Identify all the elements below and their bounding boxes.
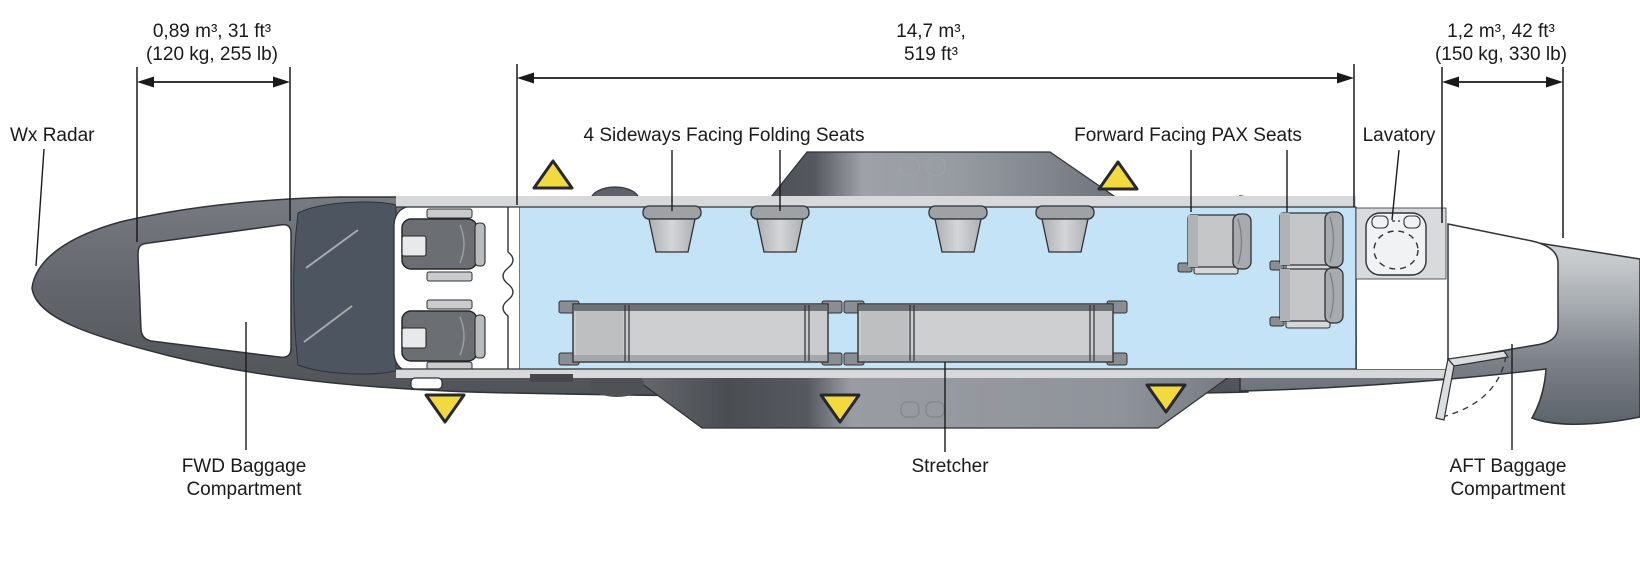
dimension-aft-baggage-line2: (150 kg, 330 lb) bbox=[1434, 44, 1568, 65]
dimension-fwd-baggage: 0,89 m³, 31 ft³ (120 kg, 255 lb) bbox=[146, 20, 278, 66]
dimension-fwd-baggage-line2: (120 kg, 255 lb) bbox=[145, 44, 279, 65]
wx-radar-label: Wx Radar bbox=[10, 125, 95, 146]
pax-seat bbox=[1269, 267, 1344, 329]
wiper-icon bbox=[303, 305, 353, 343]
stretcher-unit bbox=[843, 300, 1128, 366]
exit-marker-icon bbox=[1145, 383, 1187, 414]
pax-seat bbox=[1269, 211, 1344, 273]
dimension-cabin-line1: 14,7 m³, bbox=[896, 21, 966, 42]
stretcher-unit bbox=[558, 300, 843, 366]
folding-seats-label: 4 Sideways Facing Folding Seats bbox=[583, 125, 865, 146]
exit-marker-icon bbox=[532, 159, 574, 190]
aft-baggage-label-line2: Compartment bbox=[1450, 479, 1566, 500]
wiper-icon bbox=[305, 229, 359, 269]
pax-seat bbox=[1177, 213, 1252, 275]
exit-marker-icon bbox=[1097, 160, 1139, 191]
aft-baggage-label: AFT Baggage Compartment bbox=[1450, 455, 1567, 501]
fwd-baggage-label-line2: Compartment bbox=[186, 479, 302, 500]
dimension-aft-baggage: 1,2 m³, 42 ft³ (150 kg, 330 lb) bbox=[1435, 20, 1567, 66]
wing-root-top bbox=[761, 151, 1132, 208]
pax-seats-label: Forward Facing PAX Seats bbox=[1074, 125, 1302, 146]
exit-markers bbox=[424, 159, 1187, 424]
cockpit bbox=[393, 205, 521, 373]
leader-lines bbox=[35, 148, 1513, 452]
dimension-aft-baggage-line1: 1,2 m³, 42 ft³ bbox=[1447, 21, 1555, 42]
stretcher-label: Stretcher bbox=[911, 456, 989, 477]
dimension-lines bbox=[136, 64, 1564, 242]
fwd-baggage-label: FWD Baggage Compartment bbox=[182, 455, 307, 501]
door-step bbox=[410, 377, 443, 390]
crew-seat bbox=[401, 218, 486, 270]
dimension-arrowheads bbox=[137, 72, 1563, 88]
crew-seat bbox=[401, 310, 486, 362]
lavatory-area bbox=[1355, 207, 1447, 280]
dimension-cabin: 14,7 m³, 519 ft³ bbox=[896, 20, 966, 66]
fuselage-walls bbox=[396, 196, 1448, 390]
aft-baggage-area bbox=[1447, 223, 1559, 361]
dimension-cabin-line2: 519 ft³ bbox=[904, 44, 958, 65]
fwd-baggage-area bbox=[137, 223, 292, 359]
aft-baggage-label-line1: AFT Baggage bbox=[1449, 456, 1567, 477]
exit-marker-icon bbox=[424, 393, 466, 424]
fwd-baggage-label-line1: FWD Baggage bbox=[181, 456, 307, 477]
windshield bbox=[293, 201, 397, 375]
dimension-fwd-baggage-line1: 0,89 m³, 31 ft³ bbox=[152, 21, 272, 42]
cargo-door-open bbox=[1435, 350, 1510, 421]
lavatory-label: Lavatory bbox=[1362, 125, 1436, 146]
exit-marker-icon bbox=[819, 393, 861, 424]
curtain-divider bbox=[502, 207, 514, 369]
toilet-icon bbox=[1365, 212, 1427, 276]
